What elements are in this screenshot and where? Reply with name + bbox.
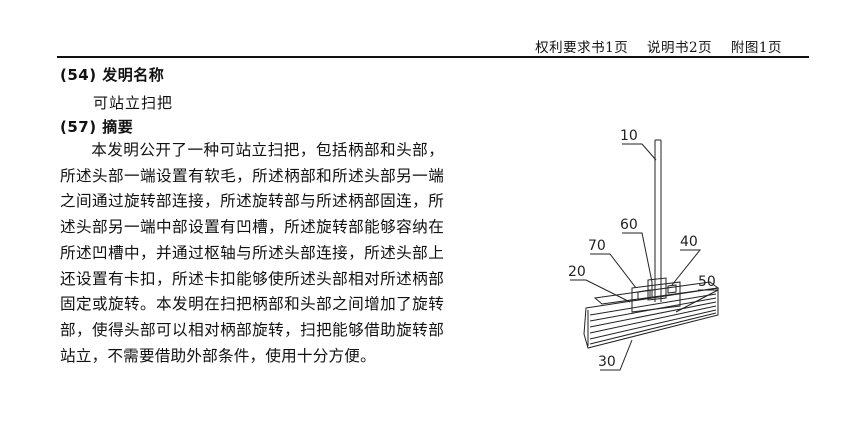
label-groove: 40 xyxy=(680,234,698,250)
label-handle: 10 xyxy=(620,128,638,144)
broom-handle xyxy=(654,139,662,302)
label-rotating-part: 60 xyxy=(620,217,638,233)
claims-page-count: 权利要求书1页 xyxy=(535,40,629,56)
drawings-page-count: 附图1页 xyxy=(730,40,782,56)
label-buckle: 50 xyxy=(698,274,716,290)
label-leaders xyxy=(570,143,719,371)
broom-drawing: 10 60 70 20 40 50 30 xyxy=(568,128,720,371)
abstract-heading: (57) 摘要 xyxy=(60,118,134,136)
description-page-count: 说明书2页 xyxy=(647,40,713,56)
abstract-body: 本发明公开了一种可站立扫把，包括柄部和头部，所述头部一端设置有软毛，所述柄部和所… xyxy=(60,141,444,365)
broom-figure: 10 60 70 20 40 50 30 xyxy=(560,120,760,384)
page-count-header: 权利要求书1页 说明书2页 附图1页 xyxy=(521,36,782,56)
label-pivot-part: 20 xyxy=(568,264,586,280)
label-bristles: 30 xyxy=(598,354,616,370)
invention-title: 可站立扫把 xyxy=(93,94,174,112)
header-rule xyxy=(57,56,809,58)
invention-title-heading: (54) 发明名称 xyxy=(60,66,165,84)
label-head: 70 xyxy=(588,238,606,254)
